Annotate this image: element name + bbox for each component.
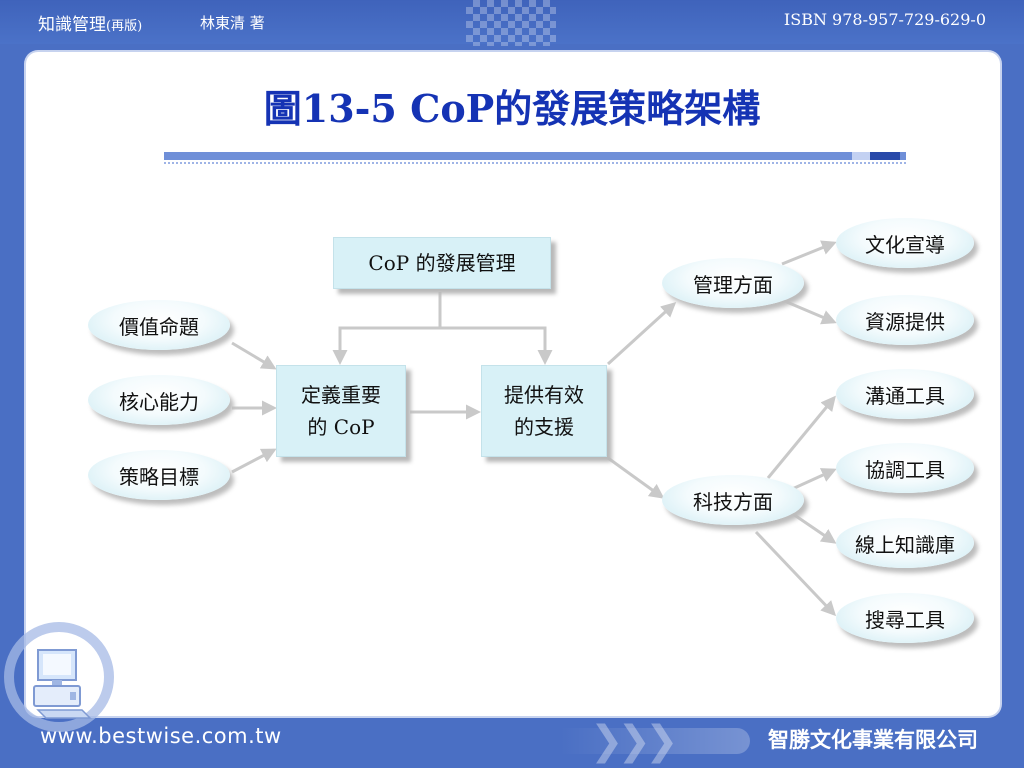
search-tools-label: 搜尋工具 bbox=[865, 607, 945, 632]
input-core-competence-label: 核心能力 bbox=[119, 389, 199, 414]
define-cop-box: 定義重要 的 CoP bbox=[276, 365, 406, 457]
resource-provision-label: 資源提供 bbox=[865, 309, 945, 334]
input-value-proposition: 價值命題 bbox=[88, 300, 230, 350]
online-knowledge-base-label: 線上知識庫 bbox=[855, 532, 955, 557]
footer-chevron-decoration: ❯❯❯ bbox=[590, 718, 679, 764]
book-title-text: 知識管理 bbox=[38, 15, 106, 35]
computer-icon bbox=[33, 649, 92, 719]
input-core-competence: 核心能力 bbox=[88, 375, 230, 425]
title-rule-accent bbox=[852, 152, 870, 160]
connector-technology-to-repository bbox=[789, 510, 837, 544]
communication-tools: 溝通工具 bbox=[836, 369, 974, 419]
cop-development-label: CoP 的發展管理 bbox=[368, 251, 516, 275]
connector-support-to-management bbox=[606, 301, 677, 366]
connector-technology-to-search bbox=[754, 530, 837, 617]
technology-aspect-label: 科技方面 bbox=[693, 489, 773, 514]
title-rule-dots bbox=[164, 162, 906, 164]
cop-development-box: CoP 的發展管理 bbox=[333, 237, 551, 289]
input-strategic-goal-label: 策略目標 bbox=[119, 464, 199, 489]
connector-technology-to-coordination bbox=[789, 468, 837, 492]
resource-provision: 資源提供 bbox=[836, 295, 974, 345]
book-author: 林東清 著 bbox=[200, 14, 265, 32]
communication-tools-label: 溝通工具 bbox=[865, 383, 945, 408]
coordination-tools: 協調工具 bbox=[836, 443, 974, 493]
management-aspect-label: 管理方面 bbox=[693, 272, 773, 297]
define-cop-line-2: 的 CoP bbox=[307, 415, 375, 439]
connector-top-split bbox=[332, 292, 442, 365]
book-edition: (再版) bbox=[106, 19, 143, 34]
title-rule-accent-dark bbox=[870, 152, 900, 160]
footer-publisher: 智勝文化事業有限公司 bbox=[768, 728, 978, 752]
coordination-tools-label: 協調工具 bbox=[865, 457, 945, 482]
book-title: 知識管理(再版) bbox=[38, 10, 142, 35]
online-knowledge-base: 線上知識庫 bbox=[836, 518, 974, 568]
provide-support-line-1: 提供有效 bbox=[504, 383, 584, 407]
connector-top-split-right bbox=[440, 326, 553, 365]
search-tools: 搜尋工具 bbox=[836, 593, 974, 643]
footer-website-link[interactable]: www.bestwise.com.tw bbox=[40, 724, 282, 748]
connector-technology-to-communication bbox=[766, 395, 836, 479]
header-checker-pattern bbox=[466, 0, 556, 46]
connector-values-to-define bbox=[231, 341, 277, 370]
management-aspect: 管理方面 bbox=[662, 258, 804, 308]
input-value-proposition-label: 價值命題 bbox=[119, 314, 199, 339]
provide-support-box: 提供有效 的支援 bbox=[481, 365, 607, 457]
logo-ring bbox=[4, 622, 114, 732]
connector-strategy-to-define bbox=[231, 448, 277, 474]
connector-management-to-culture bbox=[781, 240, 837, 266]
connector-support-to-technology bbox=[607, 456, 665, 499]
input-strategic-goal: 策略目標 bbox=[88, 450, 230, 500]
technology-aspect: 科技方面 bbox=[662, 475, 804, 525]
connector-management-to-resource bbox=[781, 298, 837, 325]
header-bar bbox=[0, 0, 1024, 44]
provide-support-line-2: 的支援 bbox=[514, 415, 574, 439]
book-isbn: ISBN 978-957-729-629-0 bbox=[783, 10, 986, 29]
slide-title: 圖13-5 CoP的發展策略架構 bbox=[263, 86, 761, 131]
culture-promotion-label: 文化宣導 bbox=[865, 232, 945, 257]
culture-promotion: 文化宣導 bbox=[836, 218, 974, 268]
footer-swoosh bbox=[560, 728, 750, 754]
define-cop-line-1: 定義重要 bbox=[301, 383, 381, 407]
title-rule bbox=[164, 152, 906, 160]
